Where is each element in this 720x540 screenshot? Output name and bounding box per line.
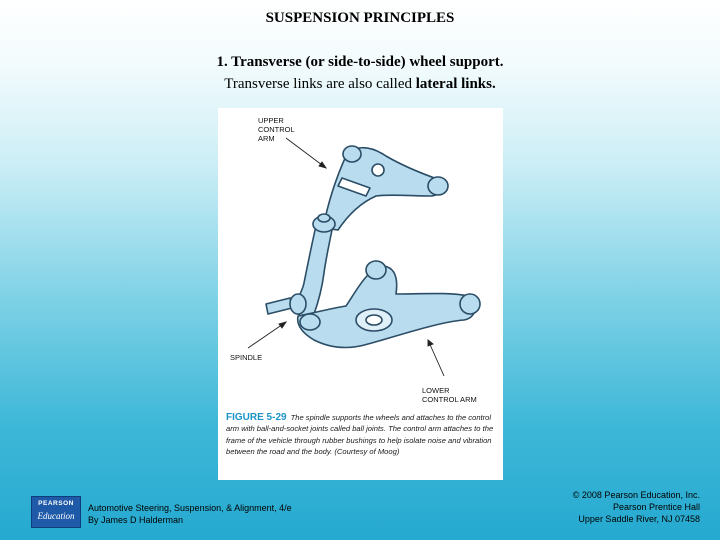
spindle-stud <box>265 297 293 315</box>
copyright-line-2: Pearson Prentice Hall <box>612 502 700 512</box>
lower-bushing-rear <box>459 293 481 315</box>
book-title: Automotive Steering, Suspension, & Align… <box>88 503 292 513</box>
label-spindle: SPINDLE <box>230 353 263 362</box>
lower-bushing-front <box>365 260 387 280</box>
upper-bushing-front <box>342 145 362 163</box>
book-author: By James D Halderman <box>88 515 184 525</box>
slide-title: SUSPENSION PRINCIPLES <box>265 10 455 26</box>
lower-ball-joint <box>299 313 321 331</box>
logo-text-bottom: Education <box>37 511 75 521</box>
subtitle-line-2: Transverse links are also called lateral… <box>0 76 720 93</box>
subtitle-line-1: 1. Transverse (or side-to-side) wheel su… <box>216 54 504 70</box>
figure-number: FIGURE 5-29 <box>226 412 287 423</box>
subtitle-line-2-bold: lateral links. <box>415 76 496 92</box>
copyright-line-1: © 2008 Pearson Education, Inc. <box>572 490 700 500</box>
upper-bushing-rear <box>427 176 449 196</box>
upper-arm-slot <box>337 177 371 197</box>
pearson-logo: PEARSON Education <box>31 496 81 528</box>
label-lower-control-arm: LOWER CONTROL ARM <box>422 386 477 404</box>
book-citation: Automotive Steering, Suspension, & Align… <box>88 502 292 526</box>
label-upper-control-arm: UPPER CONTROL ARM <box>258 116 295 143</box>
subtitle-line-2-text: Transverse links are also called <box>224 76 416 92</box>
lower-control-arm-shape <box>296 265 476 349</box>
upper-control-arm-shape <box>322 146 444 231</box>
caption-credit: (Courtesy of Moog) <box>334 446 400 456</box>
copyright-notice: © 2008 Pearson Education, Inc. Pearson P… <box>573 489 700 525</box>
suspension-figure: UPPER CONTROL ARM SPINDLE LOWER CONTROL … <box>218 108 503 480</box>
copyright-line-3: Upper Saddle River, NJ 07458 <box>578 514 700 524</box>
logo-text-top: PEARSON <box>38 500 74 507</box>
caption-text: The spindle supports the wheels and atta… <box>226 413 494 456</box>
suspension-illustration <box>247 137 481 377</box>
